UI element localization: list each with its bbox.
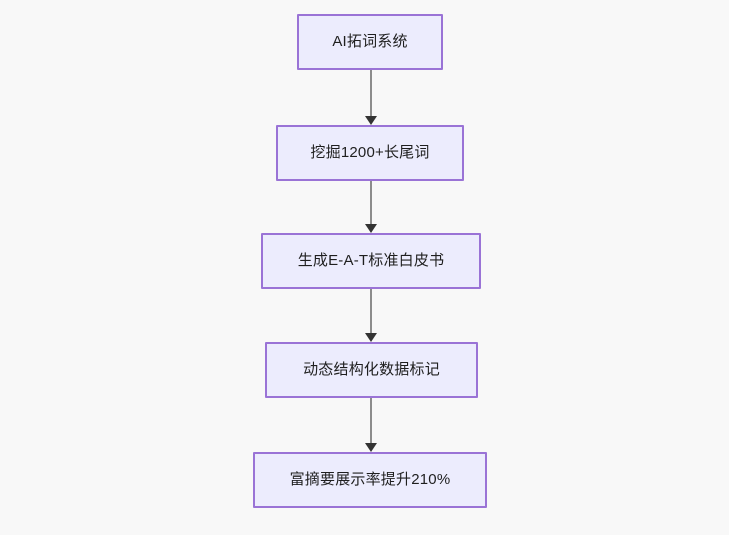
flowchart-node-generate-eat-whitepaper[interactable]: 生成E-A-T标准白皮书 [261, 233, 481, 289]
edge-n3-n4 [370, 289, 372, 333]
flowchart-node-mine-longtail-keywords[interactable]: 挖掘1200+长尾词 [276, 125, 464, 181]
flowchart-node-rich-snippet-uplift[interactable]: 富摘要展示率提升210% [253, 452, 487, 508]
flowchart-node-dynamic-structured-data-markup[interactable]: 动态结构化数据标记 [265, 342, 478, 398]
arrowhead-n2-n3 [365, 224, 377, 233]
edge-n2-n3 [370, 181, 372, 224]
arrowhead-n1-n2 [365, 116, 377, 125]
node-label: 动态结构化数据标记 [303, 361, 440, 378]
node-label: AI拓词系统 [332, 33, 408, 50]
node-label: 富摘要展示率提升210% [289, 471, 451, 488]
edge-n4-n5 [370, 398, 372, 443]
node-label: 生成E-A-T标准白皮书 [297, 252, 445, 269]
arrowhead-n3-n4 [365, 333, 377, 342]
arrowhead-n4-n5 [365, 443, 377, 452]
flowchart-node-ai-keyword-system[interactable]: AI拓词系统 [297, 14, 443, 70]
node-label: 挖掘1200+长尾词 [310, 144, 430, 161]
edge-n1-n2 [370, 70, 372, 116]
